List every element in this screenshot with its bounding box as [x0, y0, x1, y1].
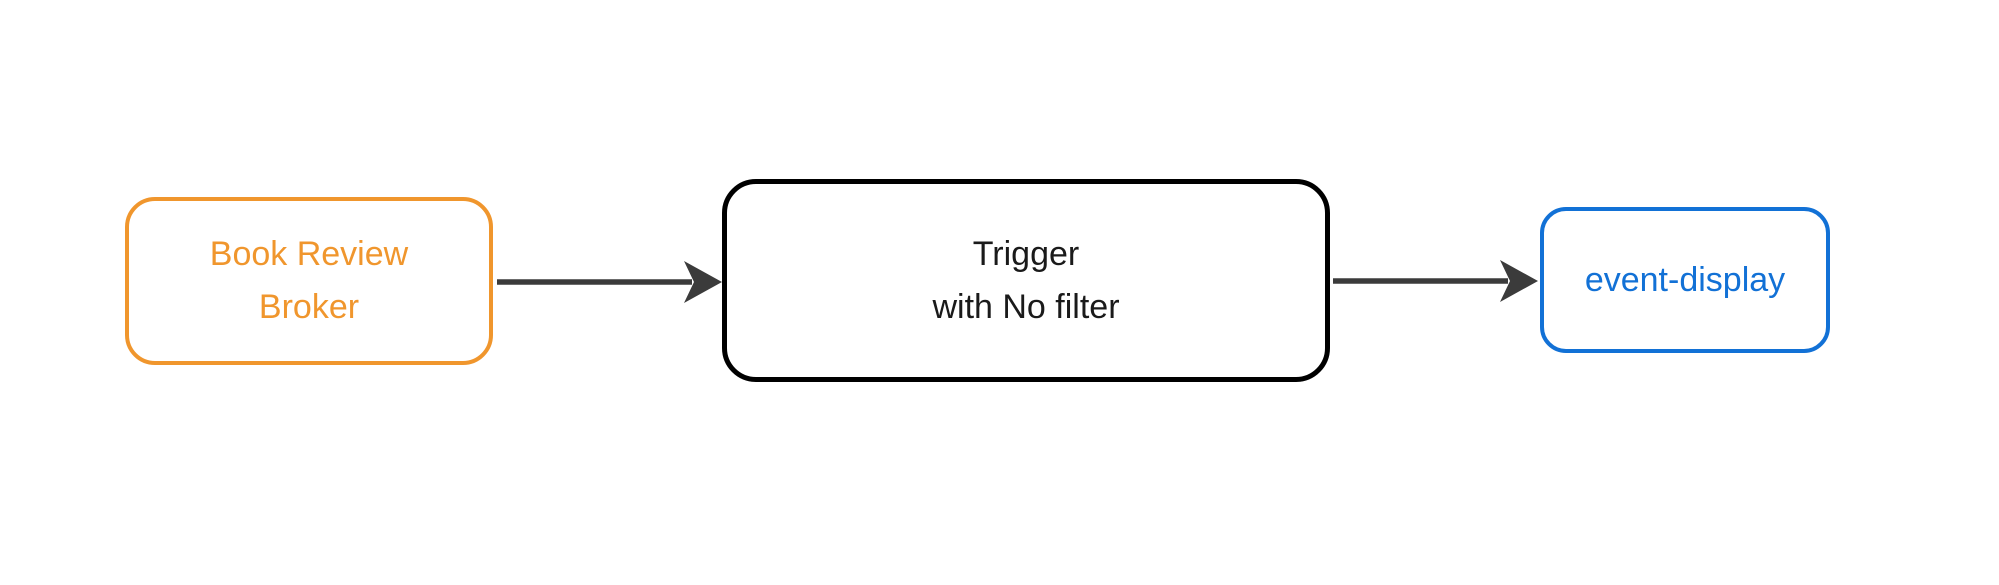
- node-book-review-broker: Book Review Broker: [125, 197, 493, 365]
- node-label-line: with No filter: [932, 287, 1120, 326]
- node-label: Trigger with No filter: [932, 228, 1119, 333]
- node-label-line: event-display: [1584, 260, 1786, 299]
- edge-trigger-to-display: [1333, 260, 1538, 302]
- node-label-line: Broker: [258, 288, 360, 326]
- node-label-line: Trigger: [972, 234, 1080, 273]
- arrowhead-icon: [1500, 260, 1538, 302]
- edge-broker-to-trigger: [497, 261, 722, 303]
- node-label: Book Review Broker: [210, 228, 408, 333]
- node-event-display: event-display: [1540, 207, 1830, 353]
- node-label-line: Book Review: [209, 235, 409, 274]
- node-label: event-display: [1585, 254, 1785, 307]
- node-trigger-with-no-filter: Trigger with No filter: [722, 179, 1330, 382]
- arrowhead-icon: [684, 261, 722, 303]
